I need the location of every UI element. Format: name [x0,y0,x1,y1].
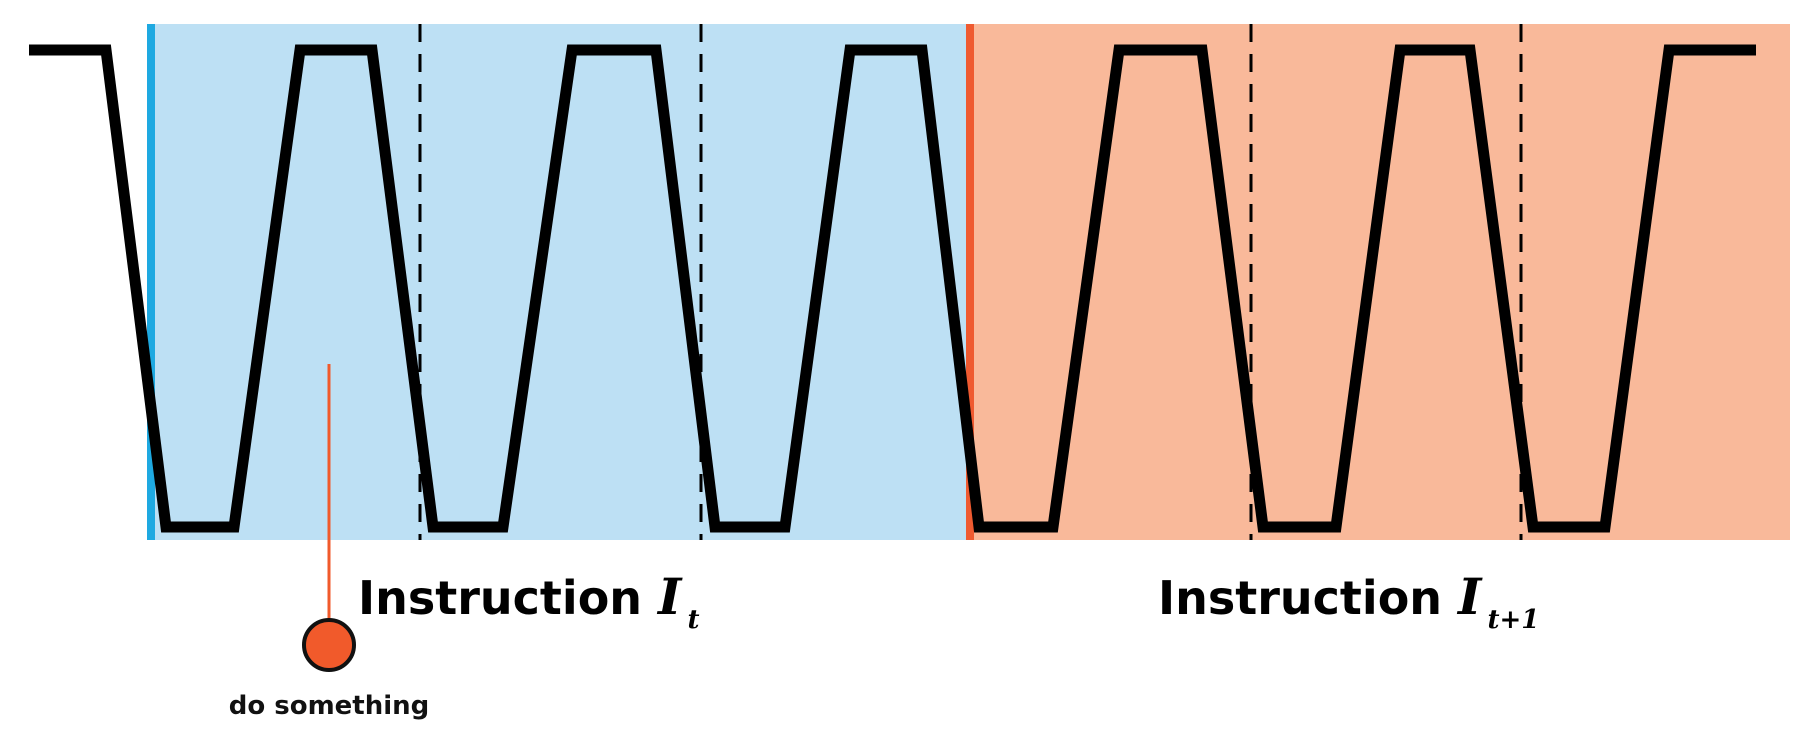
instruction-t-plus-1-label: Instruction I t+1 [1158,567,1539,635]
do-something-marker [302,618,356,672]
instruction-t-label: Instruction I t [358,567,699,635]
instruction-t-start-line [147,24,155,540]
instruction-t-plus-1-region [968,24,1790,540]
clock-waveform [29,44,1756,533]
marker-caption: do something [229,691,430,721]
instruction-t-plus-1-start-line [966,24,974,540]
